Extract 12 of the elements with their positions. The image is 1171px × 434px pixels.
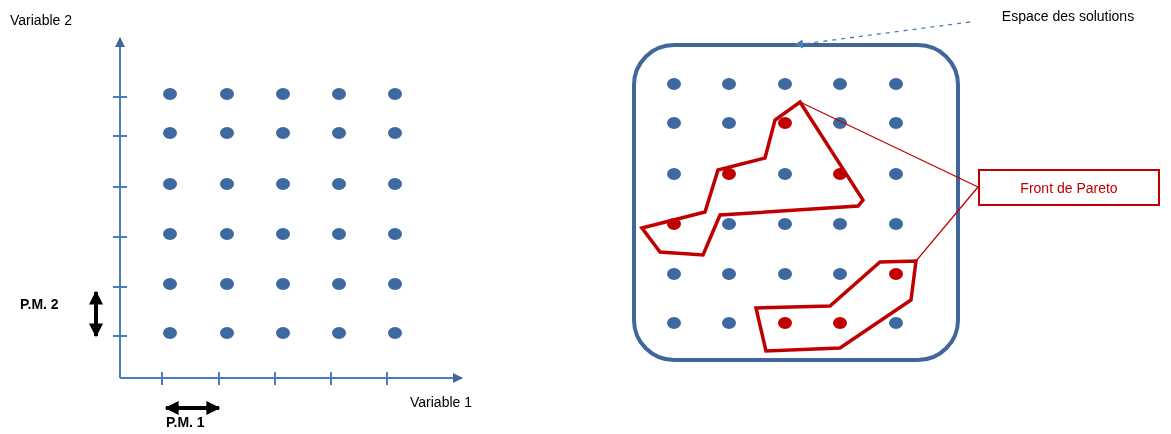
pareto-front-outline <box>752 259 918 353</box>
axis-label: Variable 1 <box>410 394 472 410</box>
leader-line <box>799 101 979 188</box>
callout-box: Front de Pareto <box>978 169 1160 206</box>
leader-line <box>915 186 979 262</box>
solution-space-box <box>632 43 960 362</box>
axis-label: Variable 2 <box>10 12 72 28</box>
callout-text: Espace des solutions <box>970 6 1166 26</box>
leader-line <box>794 21 971 49</box>
pareto-front-outline <box>640 100 865 258</box>
dimension-label: P.M. 1 <box>166 414 205 430</box>
dimension-label: P.M. 2 <box>20 296 59 312</box>
